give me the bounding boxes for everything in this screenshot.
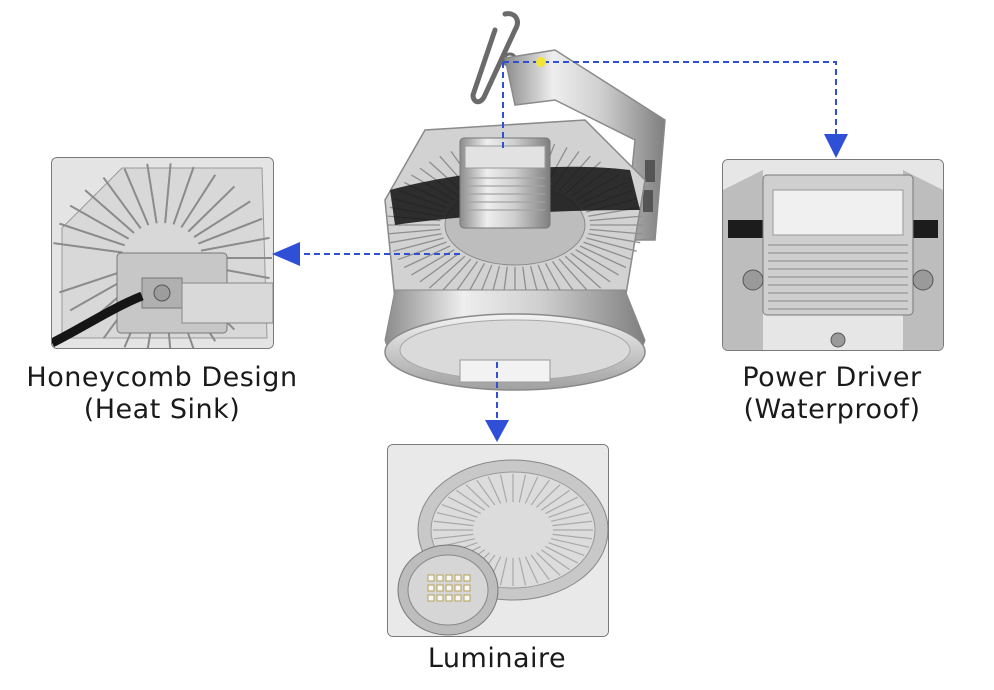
heat-sink-inset: [51, 157, 274, 349]
luminaire-inset: [387, 444, 609, 637]
driver-box: [459, 137, 551, 229]
power-driver-inset: [722, 159, 944, 351]
luminaire-reflector: [384, 289, 646, 391]
power-driver-image: [723, 160, 943, 350]
luminaire-label: Luminaire: [427, 643, 567, 674]
arrowhead-heat-sink: [272, 242, 300, 266]
power-driver-label-line1: Power Driver: [742, 362, 922, 393]
power-driver-label: Power Driver (Waterproof): [722, 362, 942, 426]
heat-sink-label-line2: (Heat Sink): [83, 394, 241, 425]
power-driver-label-line2: (Waterproof): [743, 394, 921, 425]
main-lamp-image: [384, 11, 666, 391]
heat-sink-image: [52, 158, 273, 348]
luminaire-image: [388, 445, 608, 636]
arrowhead-luminaire: [485, 420, 509, 442]
arrowhead-power-driver: [824, 134, 848, 158]
heat-sink-label-line1: Honeycomb Design: [26, 362, 298, 393]
heat-sink-label: Honeycomb Design (Heat Sink): [20, 362, 304, 426]
arrow-to-power-driver: [503, 61, 837, 140]
